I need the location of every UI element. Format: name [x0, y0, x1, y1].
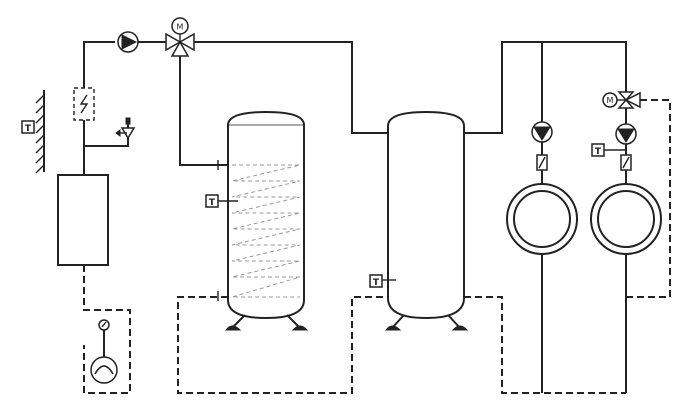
heating-circuit-1 [506, 121, 578, 393]
circuit-1-check-valve [536, 154, 548, 171]
motor-label: M [607, 96, 614, 105]
sensor-label: T [373, 278, 380, 288]
circuit-1-pump [531, 121, 553, 143]
dhw-cylinder [224, 110, 309, 331]
sensor-label: T [209, 198, 216, 208]
safety-limiter [73, 87, 95, 121]
outdoor-temperature-sensor: T [21, 90, 45, 174]
heating-coil [231, 164, 301, 298]
three-way-valve-motorized: M [165, 17, 195, 57]
circuit-2-pump [615, 123, 637, 145]
dhw-temperature-sensor: T [205, 194, 238, 208]
boiler-pump [117, 31, 139, 53]
circuit-2-flow-sensor: T [591, 143, 626, 157]
buffer-temperature-sensor: T [369, 274, 396, 288]
sensor-label: T [595, 147, 602, 157]
return-lines [83, 99, 671, 394]
buffer-tank [384, 110, 469, 331]
boiler [57, 174, 109, 266]
heating-circuit-2: M T [590, 91, 662, 393]
circuit-2-mixing-valve: M [602, 91, 641, 109]
wall-hatching [35, 94, 45, 174]
circuit-2-radiator [590, 183, 662, 255]
motor-label: M [177, 23, 184, 32]
safety-valve [84, 117, 136, 147]
circuit-1-radiator [506, 183, 578, 255]
circuit-2-check-valve [620, 154, 632, 171]
return-pump-with-gauge [90, 319, 118, 384]
sensor-label: T [25, 124, 32, 134]
